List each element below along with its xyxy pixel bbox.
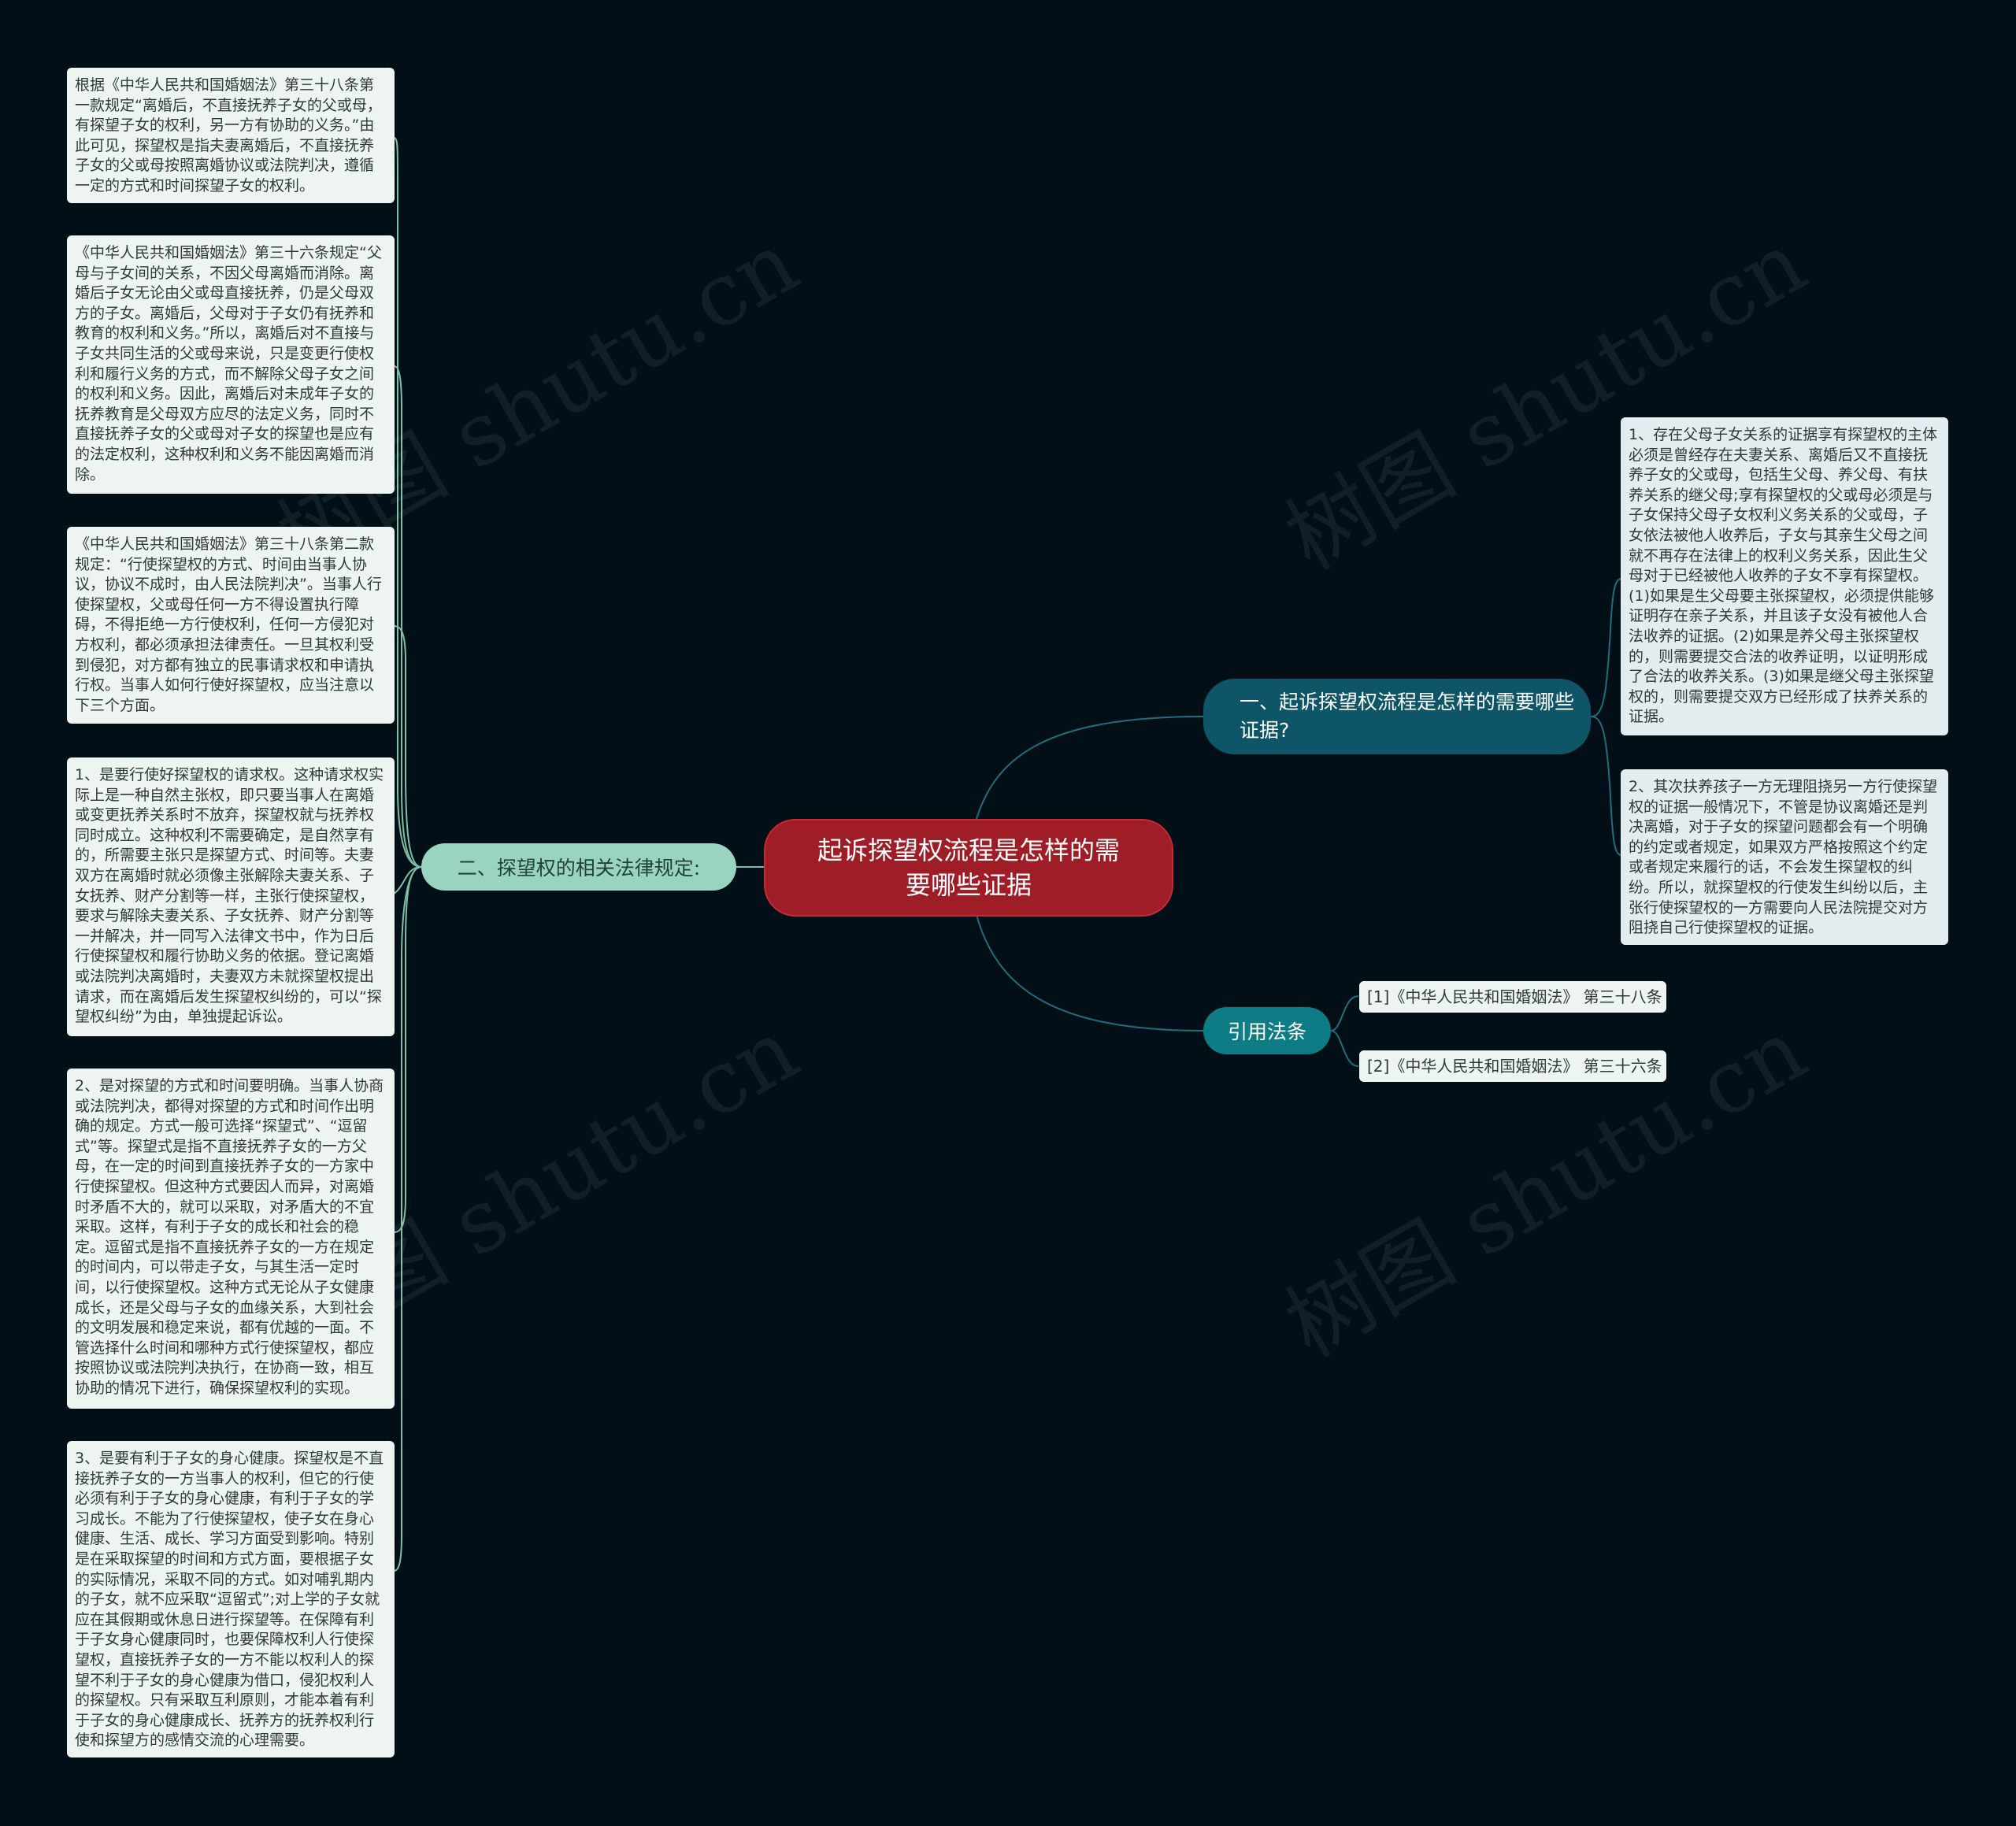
law-item-4: 1、是要行使好探望权的请求权。这种请求权实际上是一种自然主张权，即只要当事人在离… (67, 757, 395, 1036)
link-evidence-item-2 (1590, 716, 1623, 856)
law-item-1: 根据《中华人民共和国婚姻法》第三十八条第一款规定“离婚后，不直接抚养子女的父或母… (67, 68, 395, 203)
center-topic-label: 起诉探望权流程是怎样的需要哪些证据 (817, 835, 1120, 900)
branch-refs-label: 引用法条 (1227, 1020, 1306, 1043)
link-law-item-6 (393, 866, 422, 1572)
refs-item-2[interactable]: [2]《中华人民共和国婚姻法》 第三十六条 (1359, 1050, 1666, 1082)
law-item-6: 3、是要有利于子女的身心健康。探望权是不直接抚养子女的一方当事人的权利，但它的行… (67, 1441, 395, 1757)
link-evidence-item-1 (1590, 578, 1623, 717)
law-item-2: 《中华人民共和国婚姻法》第三十六条规定“父母与子女间的关系，不因父母离婚而消除。… (67, 235, 395, 494)
center-topic[interactable]: 起诉探望权流程是怎样的需要哪些证据 (764, 819, 1173, 917)
link-center-to-refs (976, 914, 1204, 1032)
link-refs-item-1 (1330, 995, 1359, 1032)
evidence-item-2: 2、其次扶养孩子一方无理阻挠另一方行使探望权的证据一般情况下，不管是协议离婚还是… (1621, 769, 1948, 945)
link-law-item-1 (393, 137, 422, 868)
refs-item-1[interactable]: [1]《中华人民共和国婚姻法》 第三十八条 (1359, 981, 1666, 1013)
law-item-3: 《中华人民共和国婚姻法》第三十八条第二款规定：“行使探望权的方式、时间由当事人协… (67, 527, 395, 724)
branch-law-label: 二、探望权的相关法律规定: (457, 857, 701, 880)
link-law-item-2 (393, 365, 422, 868)
branch-evidence-label: 一、起诉探望权流程是怎样的需要哪些证据? (1240, 691, 1575, 742)
branch-refs[interactable]: 引用法条 (1203, 1007, 1331, 1054)
law-item-5: 2、是对探望的方式和时间要明确。当事人协商或法院判决，都得对探望的方式和时间作出… (67, 1069, 395, 1409)
link-center-to-evidence (976, 716, 1204, 820)
branch-evidence[interactable]: 一、起诉探望权流程是怎样的需要哪些证据? (1203, 679, 1591, 754)
branch-law[interactable]: 二、探望权的相关法律规定: (421, 843, 736, 891)
link-law-item-3 (393, 625, 422, 868)
evidence-item-1: 1、存在父母子女关系的证据享有探望权的主体必须是曾经存在夫妻关系、离婚后又不直接… (1621, 417, 1948, 735)
link-refs-item-2 (1330, 1030, 1359, 1067)
link-law-item-5 (393, 866, 422, 1233)
